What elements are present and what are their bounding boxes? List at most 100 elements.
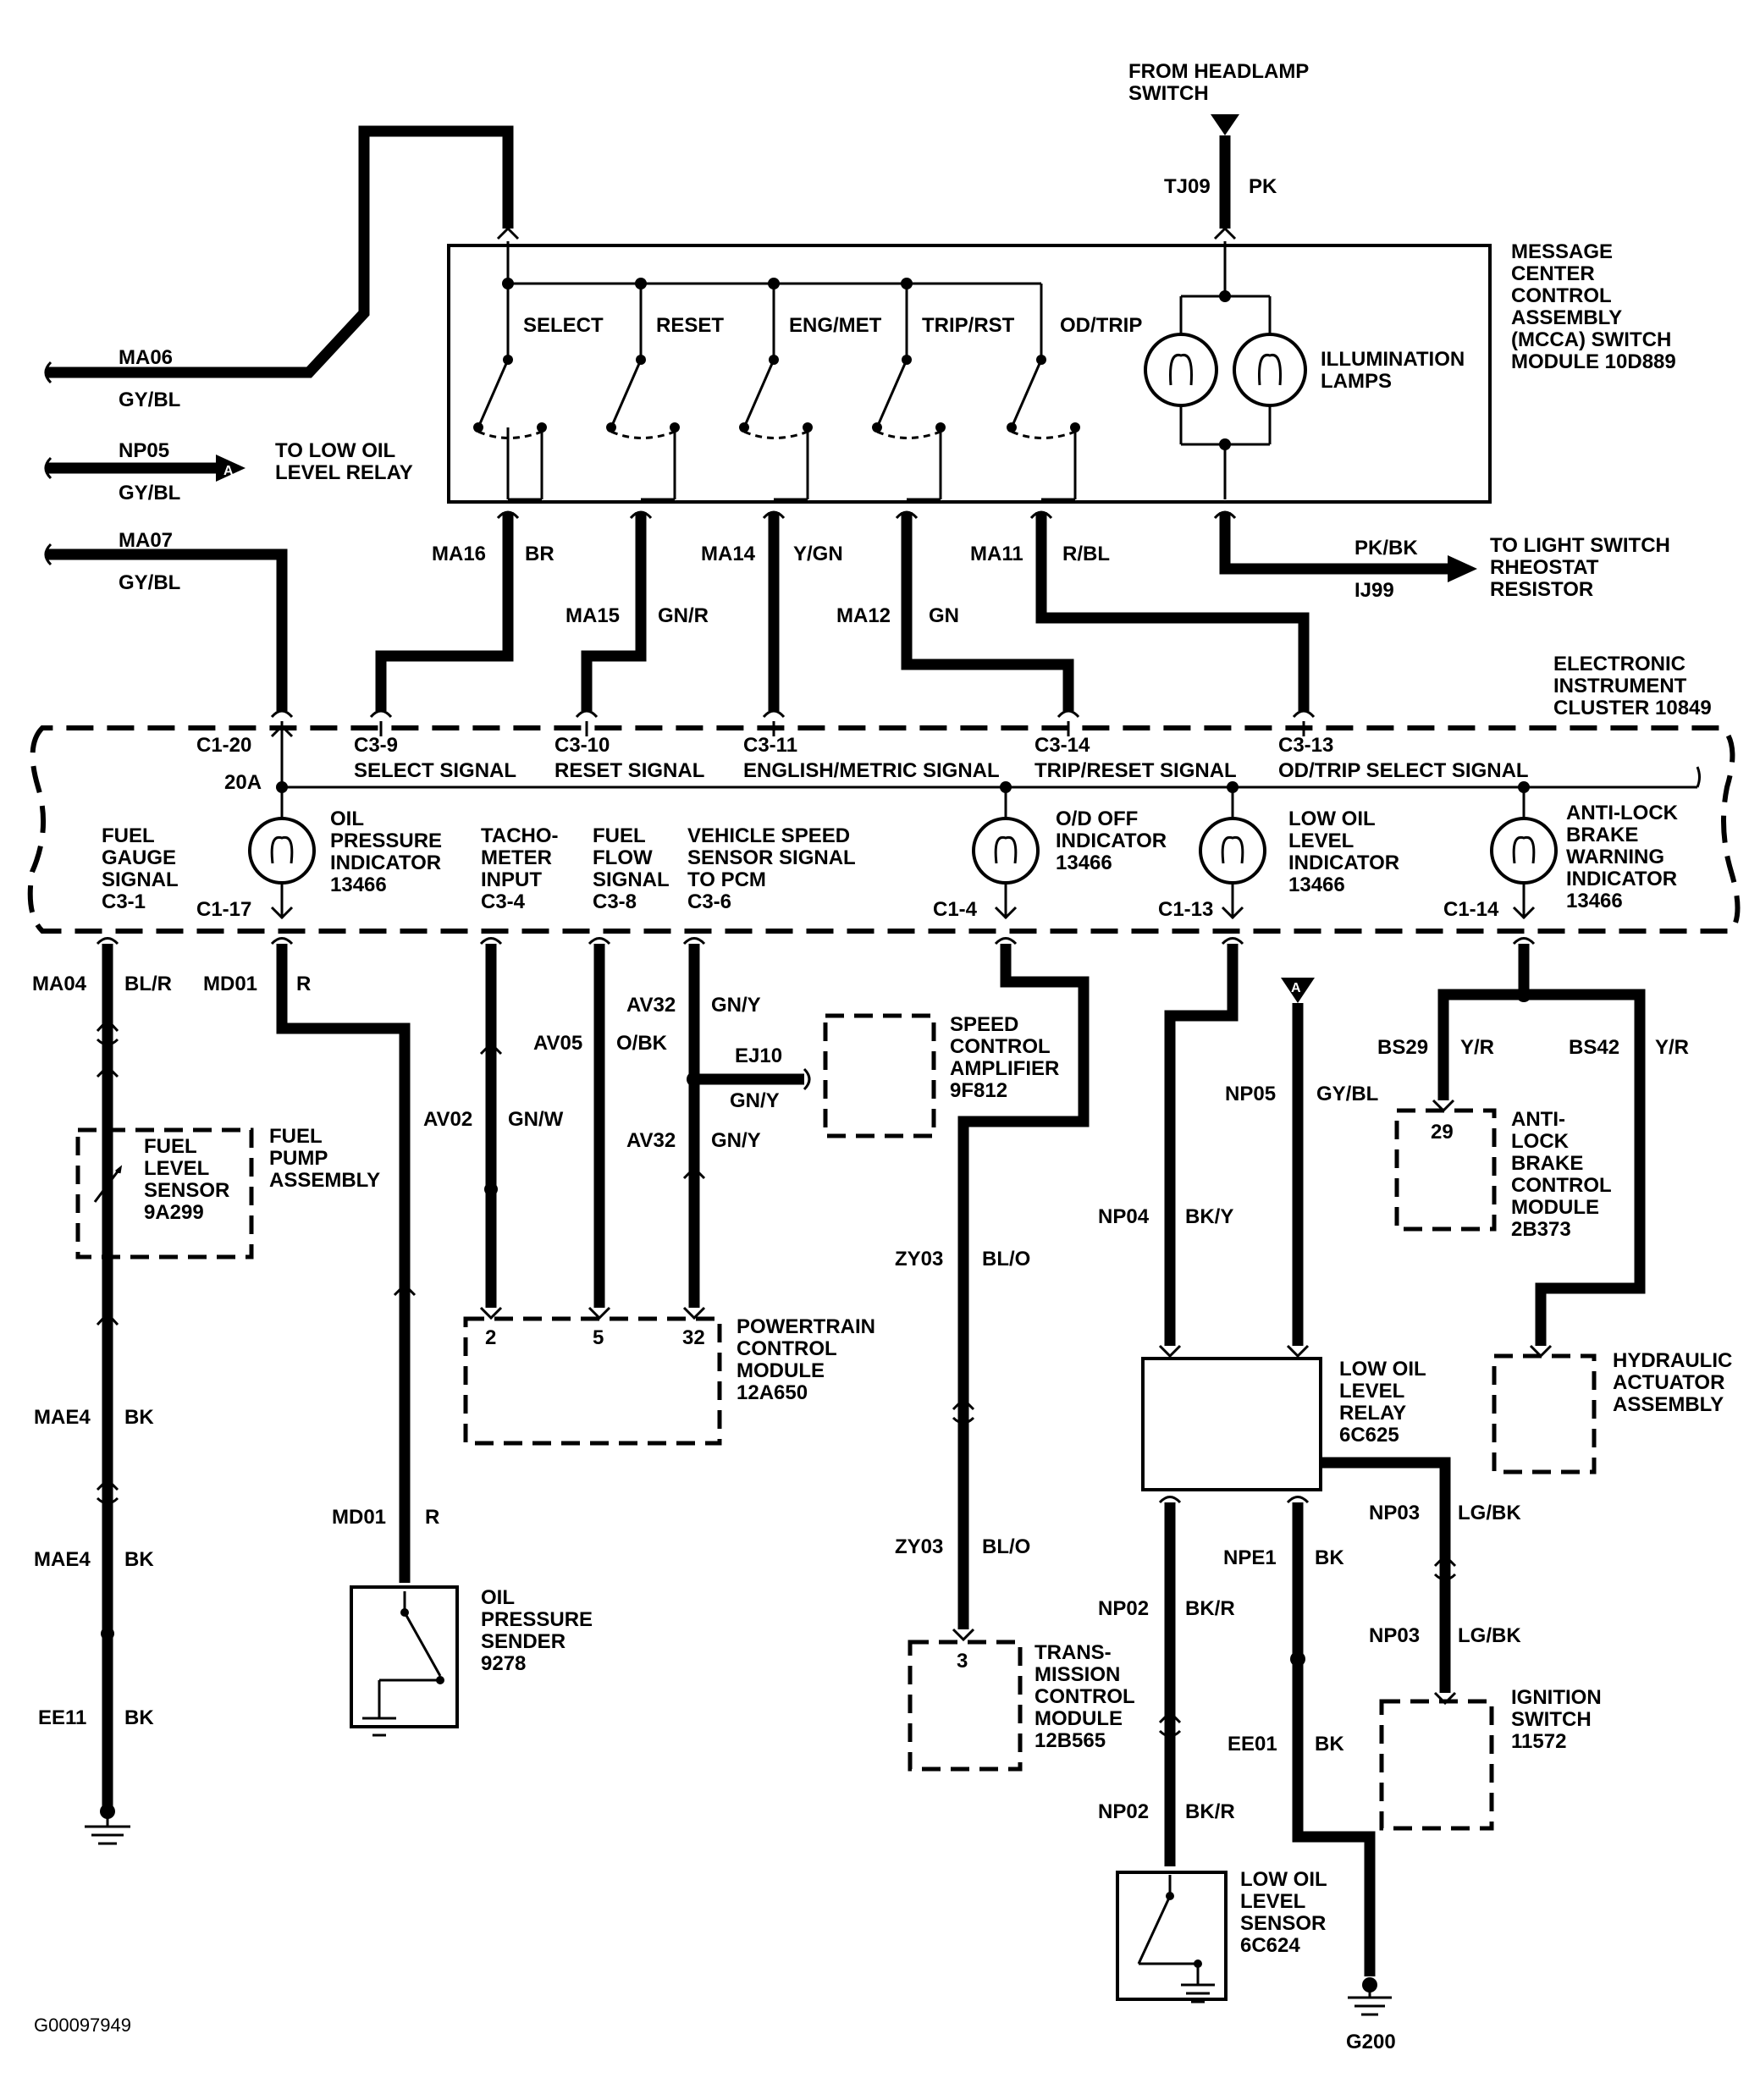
pin-c1-17: C1-17 bbox=[196, 898, 251, 921]
tcm-pin-3: 3 bbox=[957, 1650, 968, 1673]
bk-label-2: BK bbox=[124, 1548, 154, 1571]
wire-bs42 bbox=[1524, 989, 1646, 1346]
ej10-color: GN/Y bbox=[730, 1089, 780, 1112]
ma06-label: MA06 bbox=[119, 346, 173, 369]
pkbk-label: PK/BK bbox=[1354, 537, 1418, 559]
ma06-color: GY/BL bbox=[119, 389, 180, 411]
zy03-color-2: BL/O bbox=[982, 1535, 1030, 1558]
ma11-label: MA11 bbox=[970, 543, 1023, 565]
bs42-color: Y/R bbox=[1655, 1036, 1689, 1059]
md01-color-2: R bbox=[425, 1506, 439, 1529]
wire-np03 bbox=[1321, 1457, 1451, 1693]
md01-color-1: R bbox=[296, 973, 311, 995]
bs42-label: BS42 bbox=[1569, 1036, 1619, 1059]
wire-ma06 bbox=[47, 125, 514, 378]
signal-eng-met: ENGLISH/METRIC SIGNAL bbox=[743, 759, 1000, 782]
fuel-level-sensor-box bbox=[75, 1127, 254, 1259]
abs-pin-29: 29 bbox=[1431, 1121, 1454, 1144]
pcm-pin-2: 2 bbox=[485, 1326, 496, 1349]
pcm-box bbox=[463, 1316, 722, 1446]
switch-select: SELECT bbox=[473, 284, 604, 501]
av32-label-2: AV32 bbox=[626, 1129, 676, 1152]
g200-label: G200 bbox=[1346, 2031, 1396, 2053]
av05-color: O/BK bbox=[616, 1032, 668, 1055]
np02-label-2: NP02 bbox=[1098, 1800, 1149, 1823]
ej10-label: EJ10 bbox=[735, 1044, 782, 1067]
figure-id: G00097949 bbox=[34, 2015, 131, 2036]
tcm-box bbox=[908, 1640, 1023, 1772]
ignition-switch-box bbox=[1379, 1699, 1494, 1831]
np04-label: NP04 bbox=[1098, 1205, 1150, 1228]
zy03-color-1: BL/O bbox=[982, 1248, 1030, 1270]
mae4-label-1: MAE4 bbox=[34, 1406, 91, 1429]
ma04-color: BL/R bbox=[124, 973, 172, 995]
pin-c3-10: C3-10 bbox=[554, 734, 610, 757]
abs-module-box bbox=[1394, 1108, 1497, 1232]
wire-ma07 bbox=[47, 548, 288, 711]
od-off-indicator-lamp bbox=[972, 781, 1040, 920]
ground-symbol-g200 bbox=[1348, 1977, 1392, 2016]
zy03-label-1: ZY03 bbox=[895, 1248, 943, 1270]
wire-npe1-ee01 bbox=[1292, 1502, 1376, 1976]
low-oil-indicator-lamp bbox=[1199, 781, 1266, 920]
ma14-color: Y/GN bbox=[793, 543, 843, 565]
bs29-label: BS29 bbox=[1377, 1036, 1428, 1059]
np05-right-color: GY/BL bbox=[1316, 1083, 1378, 1105]
av05-label: AV05 bbox=[533, 1032, 582, 1055]
switch-reset: RESET bbox=[606, 284, 724, 501]
connector-a-right: A bbox=[1291, 981, 1301, 995]
ma12-label: MA12 bbox=[836, 604, 891, 627]
bk-label-1: BK bbox=[124, 1406, 154, 1429]
pcm-pin-32: 32 bbox=[682, 1326, 705, 1349]
wire-np04 bbox=[1164, 944, 1239, 1346]
switch-label-reset: RESET bbox=[656, 314, 724, 337]
np03-label-2: NP03 bbox=[1369, 1624, 1420, 1647]
switch-eng-met: ENG/MET bbox=[739, 284, 882, 501]
np02-color-2: BK/R bbox=[1185, 1800, 1235, 1823]
input-arrow bbox=[1211, 114, 1239, 135]
cluster-outline bbox=[27, 725, 1741, 934]
np05-right-label: NP05 bbox=[1225, 1083, 1276, 1105]
ma16-label: MA16 bbox=[432, 543, 486, 565]
pk-label: PK bbox=[1249, 175, 1277, 198]
av32-label-1: AV32 bbox=[626, 994, 676, 1017]
wire-md01 bbox=[276, 944, 411, 1583]
ee11-label: EE11 bbox=[38, 1706, 86, 1729]
ma07-label: MA07 bbox=[119, 529, 173, 552]
pin-c3-11: C3-11 bbox=[743, 734, 797, 757]
av02-color: GN/W bbox=[508, 1108, 564, 1131]
pin-c1-14: C1-14 bbox=[1443, 898, 1499, 921]
wire-pkbk bbox=[1219, 512, 1448, 575]
pin-c3-13: C3-13 bbox=[1278, 734, 1333, 757]
md01-label-1: MD01 bbox=[203, 973, 257, 995]
mcca-box bbox=[447, 244, 1492, 504]
switch-label-select: SELECT bbox=[523, 314, 604, 337]
fuse-20a: 20A bbox=[224, 771, 262, 794]
np03-color-2: LG/BK bbox=[1458, 1624, 1521, 1647]
ma14-label: MA14 bbox=[701, 543, 756, 565]
zy03-label-2: ZY03 bbox=[895, 1535, 943, 1558]
np03-label-1: NP03 bbox=[1369, 1502, 1420, 1524]
bk-label-3: BK bbox=[124, 1706, 154, 1729]
np02-label-1: NP02 bbox=[1098, 1597, 1149, 1620]
low-oil-relay-box bbox=[1141, 1357, 1322, 1491]
